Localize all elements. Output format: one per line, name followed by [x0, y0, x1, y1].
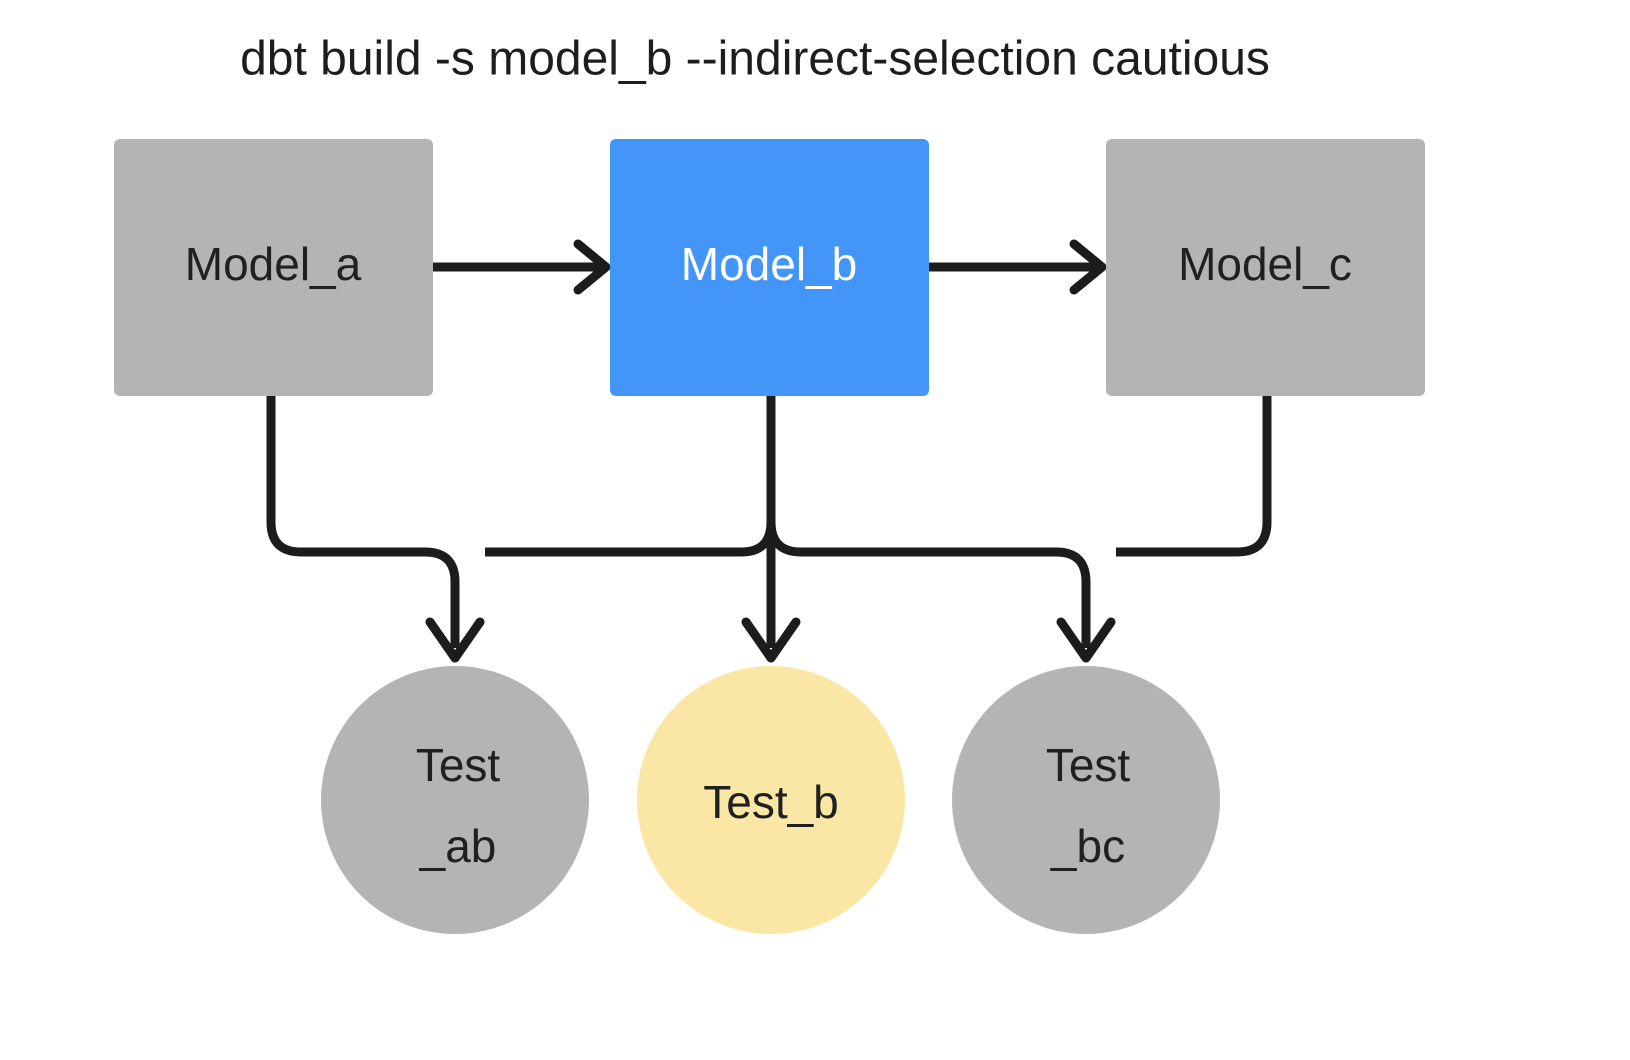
test-bc-circle[interactable]	[952, 666, 1220, 934]
edge-model-b-to-test-bc	[766, 396, 1116, 663]
model-a-label: Model_a	[185, 238, 362, 290]
model-c-rect[interactable]	[1106, 139, 1425, 396]
test-ab-label-line1: Test	[416, 739, 501, 791]
test-node-test_bc[interactable]: Test _bc	[952, 666, 1220, 934]
model-node-model_c[interactable]: Model_c	[1106, 139, 1425, 396]
diagram-title: dbt build -s model_b --indirect-selectio…	[240, 33, 1270, 86]
test-node-test_ab[interactable]: Test _ab	[321, 666, 589, 934]
edge-model-a-to-model-b	[433, 239, 611, 295]
model-b-rect[interactable]	[610, 139, 929, 396]
test-bc-label-line2: _bc	[1050, 820, 1125, 872]
test-bc-label-line1: Test	[1046, 739, 1131, 791]
edge-model-b-to-model-c	[929, 239, 1107, 295]
model-node-model_a[interactable]: Model_a	[114, 139, 433, 396]
edge-model-c-to-test-bc	[1116, 396, 1272, 557]
test-b-label: Test_b	[703, 776, 839, 828]
test-ab-circle[interactable]	[321, 666, 589, 934]
test-ab-label-line2: _ab	[419, 820, 497, 872]
model-node-model_b[interactable]: Model_b	[610, 139, 929, 396]
edge-model-a-to-test-ab	[266, 396, 485, 663]
test-node-test_b[interactable]: Test_b	[637, 666, 905, 934]
edge-layer	[266, 239, 1272, 663]
model-c-label: Model_c	[1178, 238, 1352, 290]
model-a-rect[interactable]	[114, 139, 433, 396]
test-b-circle[interactable]	[637, 666, 905, 934]
model-b-label: Model_b	[681, 238, 857, 290]
edge-model-b-to-test-ab	[485, 396, 776, 557]
